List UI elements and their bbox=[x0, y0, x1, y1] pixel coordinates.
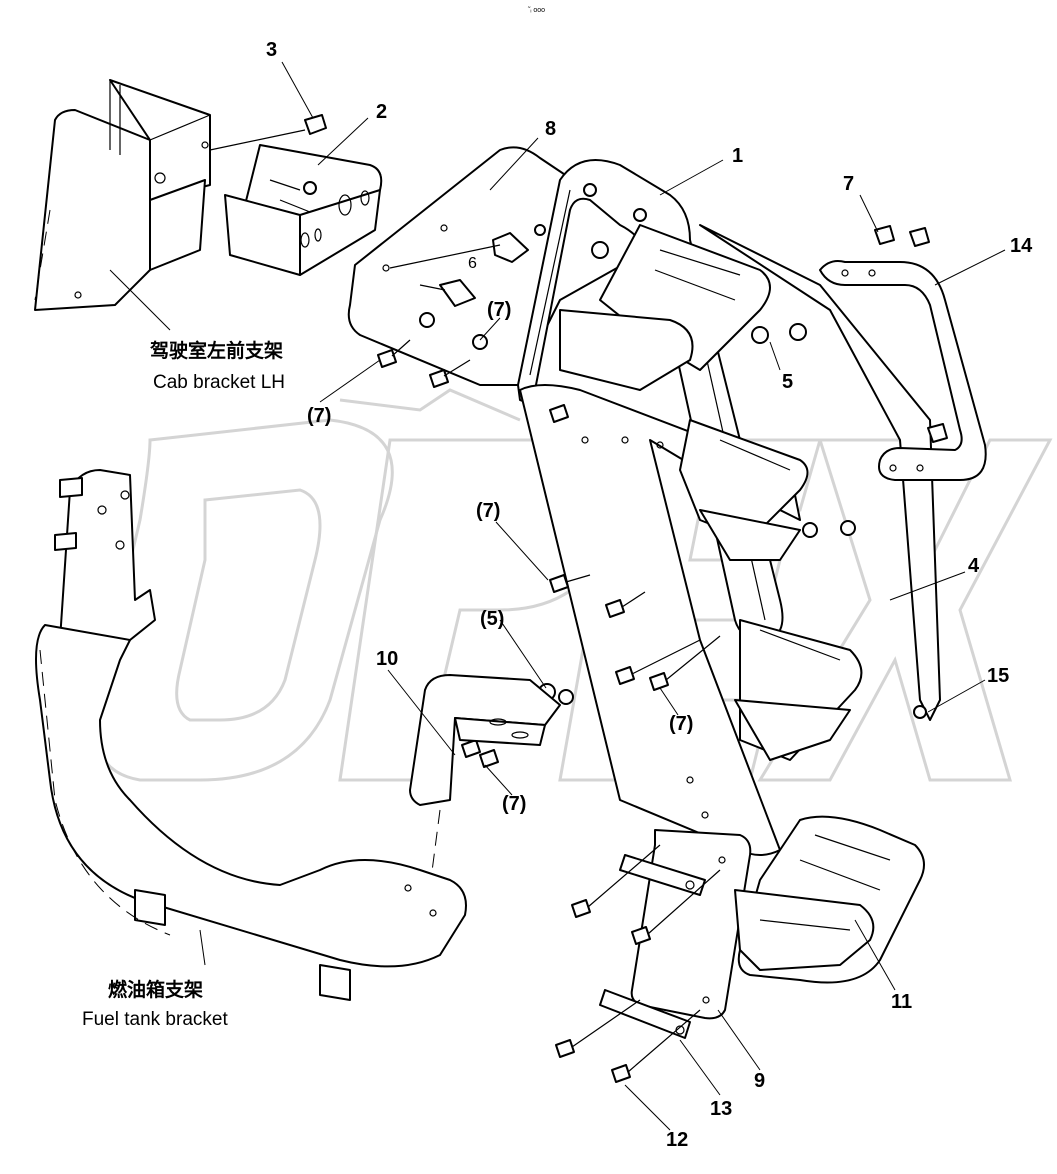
callout-6: 6 bbox=[468, 255, 477, 272]
header-mark: ˜ᵢ ooo bbox=[527, 7, 545, 14]
callout-1: 1 bbox=[732, 145, 743, 167]
caption-fuel-tank-zh: 燃油箱支架 bbox=[108, 978, 203, 1001]
cab-bracket-lh bbox=[34, 79, 211, 311]
caption-fuel-tank-en: Fuel tank bracket bbox=[82, 1009, 228, 1030]
callout-15: 15 bbox=[987, 665, 1009, 687]
callout-12: 12 bbox=[666, 1129, 688, 1151]
callout-paren-7-d: (7) bbox=[669, 713, 693, 735]
step-11 bbox=[734, 815, 925, 984]
caption-cab-bracket-zh: 驾驶室左前支架 bbox=[150, 339, 283, 362]
callout-paren-7-a: (7) bbox=[487, 299, 511, 321]
caption-cab-bracket-en: Cab bracket LH bbox=[153, 372, 285, 393]
callout-paren-7-c: (7) bbox=[476, 500, 500, 522]
callout-7: 7 bbox=[843, 173, 854, 195]
part-2-block bbox=[224, 144, 383, 276]
fuel-tank-bracket bbox=[35, 469, 467, 1001]
callout-paren-7-b: (7) bbox=[307, 405, 331, 427]
callout-14: 14 bbox=[1010, 235, 1033, 257]
callout-2: 2 bbox=[376, 101, 387, 123]
grab-handle-14 bbox=[819, 225, 987, 481]
callout-8: 8 bbox=[545, 118, 556, 140]
mounting-plate-8 bbox=[347, 146, 649, 388]
callout-paren-5: (5) bbox=[480, 608, 504, 630]
bolt-3 bbox=[209, 61, 327, 151]
bolts-7 bbox=[461, 404, 721, 768]
nuts-5 bbox=[538, 323, 856, 705]
callout-11: 11 bbox=[891, 991, 912, 1013]
callout-13: 13 bbox=[710, 1098, 732, 1120]
bracket-10 bbox=[409, 674, 561, 926]
callout-10: 10 bbox=[376, 648, 398, 670]
plate-9-assembly bbox=[555, 829, 752, 1083]
callout-3: 3 bbox=[266, 39, 277, 61]
callout-4: 4 bbox=[968, 555, 980, 577]
callout-5: 5 bbox=[782, 371, 793, 393]
callout-9: 9 bbox=[754, 1070, 765, 1092]
leader-lines bbox=[109, 117, 1006, 1131]
step-treads bbox=[559, 224, 863, 761]
callout-paren-7-e: (7) bbox=[502, 793, 526, 815]
